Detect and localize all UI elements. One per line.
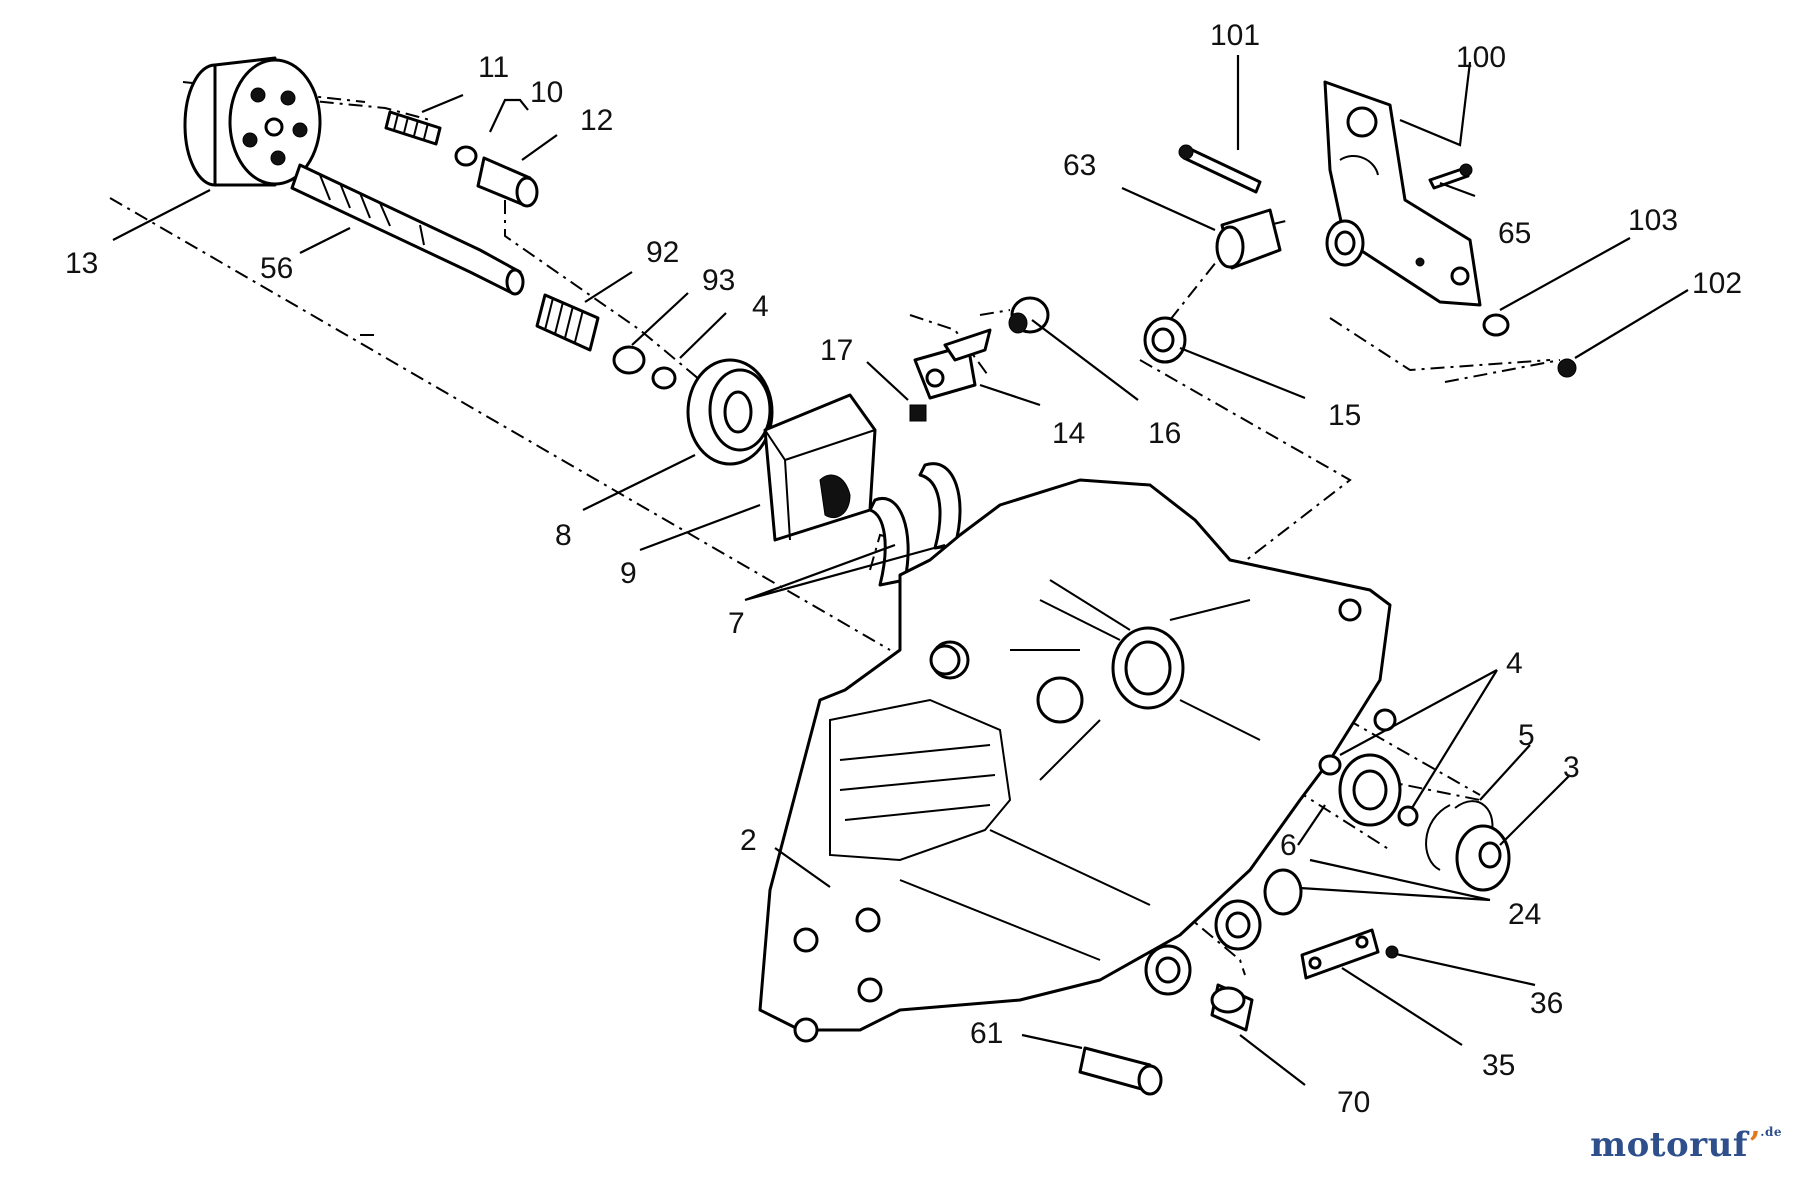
callout-16: 16 — [1148, 417, 1181, 450]
washer-24-drawing — [1263, 868, 1303, 916]
housing-drawing — [758, 478, 1397, 1043]
callout-14: 14 — [1052, 417, 1085, 450]
callout-63: 63 — [1063, 149, 1096, 182]
seal-drawing — [1143, 316, 1187, 364]
callout-5: 5 — [1518, 719, 1535, 752]
sleeve-drawing — [476, 156, 539, 208]
callout-13: 13 — [65, 247, 98, 280]
small-ring-drawing — [454, 145, 478, 167]
callout-12: 12 — [580, 104, 613, 137]
callout-11: 11 — [478, 51, 509, 84]
callout-36: 36 — [1530, 987, 1563, 1020]
part-shapes — [183, 56, 1577, 1096]
key-drawing — [909, 404, 927, 422]
callout-7: 7 — [728, 607, 745, 640]
bearing-6-drawing — [1338, 753, 1402, 827]
fitting-61-drawing — [1078, 1046, 1163, 1096]
plug-70-drawing — [1210, 983, 1254, 1032]
callout-2: 2 — [740, 824, 757, 857]
callout-61: 61 — [970, 1017, 1003, 1050]
callout-100: 100 — [1456, 41, 1506, 74]
callout-65: 65 — [1498, 217, 1531, 250]
watermark-brand: motoruf — [1590, 1125, 1748, 1165]
plate-35-drawing — [1300, 928, 1380, 980]
callout-8: 8 — [555, 519, 572, 552]
callout-102: 102 — [1692, 267, 1742, 300]
spacer-103-drawing — [1482, 313, 1510, 337]
callout-92: 92 — [646, 236, 679, 269]
thrust-plate-drawing — [868, 496, 910, 587]
callout-15: 15 — [1328, 399, 1361, 432]
ring-4-drawing — [651, 366, 677, 390]
thrust-plate-2-drawing — [918, 462, 962, 550]
callout-17: 17 — [820, 334, 853, 367]
callout-3: 3 — [1563, 751, 1580, 784]
callout-70: 70 — [1337, 1086, 1370, 1119]
swashplate-drawing — [763, 393, 877, 542]
spring-92-drawing — [535, 293, 600, 352]
callout-24: 24 — [1508, 898, 1541, 931]
trunnion-arm-drawing — [913, 328, 992, 400]
bearing-drawing — [686, 358, 774, 466]
callout-4-right: 4 — [1506, 647, 1523, 680]
callout-6: 6 — [1280, 829, 1297, 862]
bracket-drawing — [1323, 80, 1482, 307]
callout-4-top: 4 — [752, 290, 769, 323]
shaft-drawing — [290, 163, 525, 296]
watermark-tld: .de — [1760, 1125, 1782, 1139]
leader-lines — [112, 55, 1689, 1086]
watermark-mark: ʼ — [1747, 1125, 1761, 1165]
callout-103: 103 — [1628, 204, 1678, 237]
cylinder-block-drawing — [183, 56, 322, 187]
bushing-16-drawing — [1008, 296, 1050, 334]
watermark-logo: motorufʼ.de — [1590, 1125, 1782, 1165]
ring-4b-drawing — [1318, 754, 1342, 776]
callout-9: 9 — [620, 557, 637, 590]
callout-101: 101 — [1210, 19, 1260, 52]
bolt-101-drawing — [1178, 144, 1262, 194]
spacer-drawing — [1215, 208, 1282, 270]
callout-56: 56 — [260, 252, 293, 285]
screw-65-drawing — [1428, 163, 1473, 190]
callout-93: 93 — [702, 264, 735, 297]
washer-93-drawing — [612, 345, 646, 375]
cap-drawing — [1455, 824, 1511, 892]
spring-drawing — [384, 110, 442, 146]
nut-102-drawing — [1557, 358, 1577, 378]
callout-35: 35 — [1482, 1049, 1515, 1082]
callout-10: 10 — [530, 76, 563, 109]
screw-36-drawing — [1385, 945, 1399, 959]
callout-labels: 11 10 12 13 56 92 93 4 8 9 7 17 14 16 10… — [65, 19, 1742, 1119]
ring-4c-drawing — [1397, 805, 1419, 827]
